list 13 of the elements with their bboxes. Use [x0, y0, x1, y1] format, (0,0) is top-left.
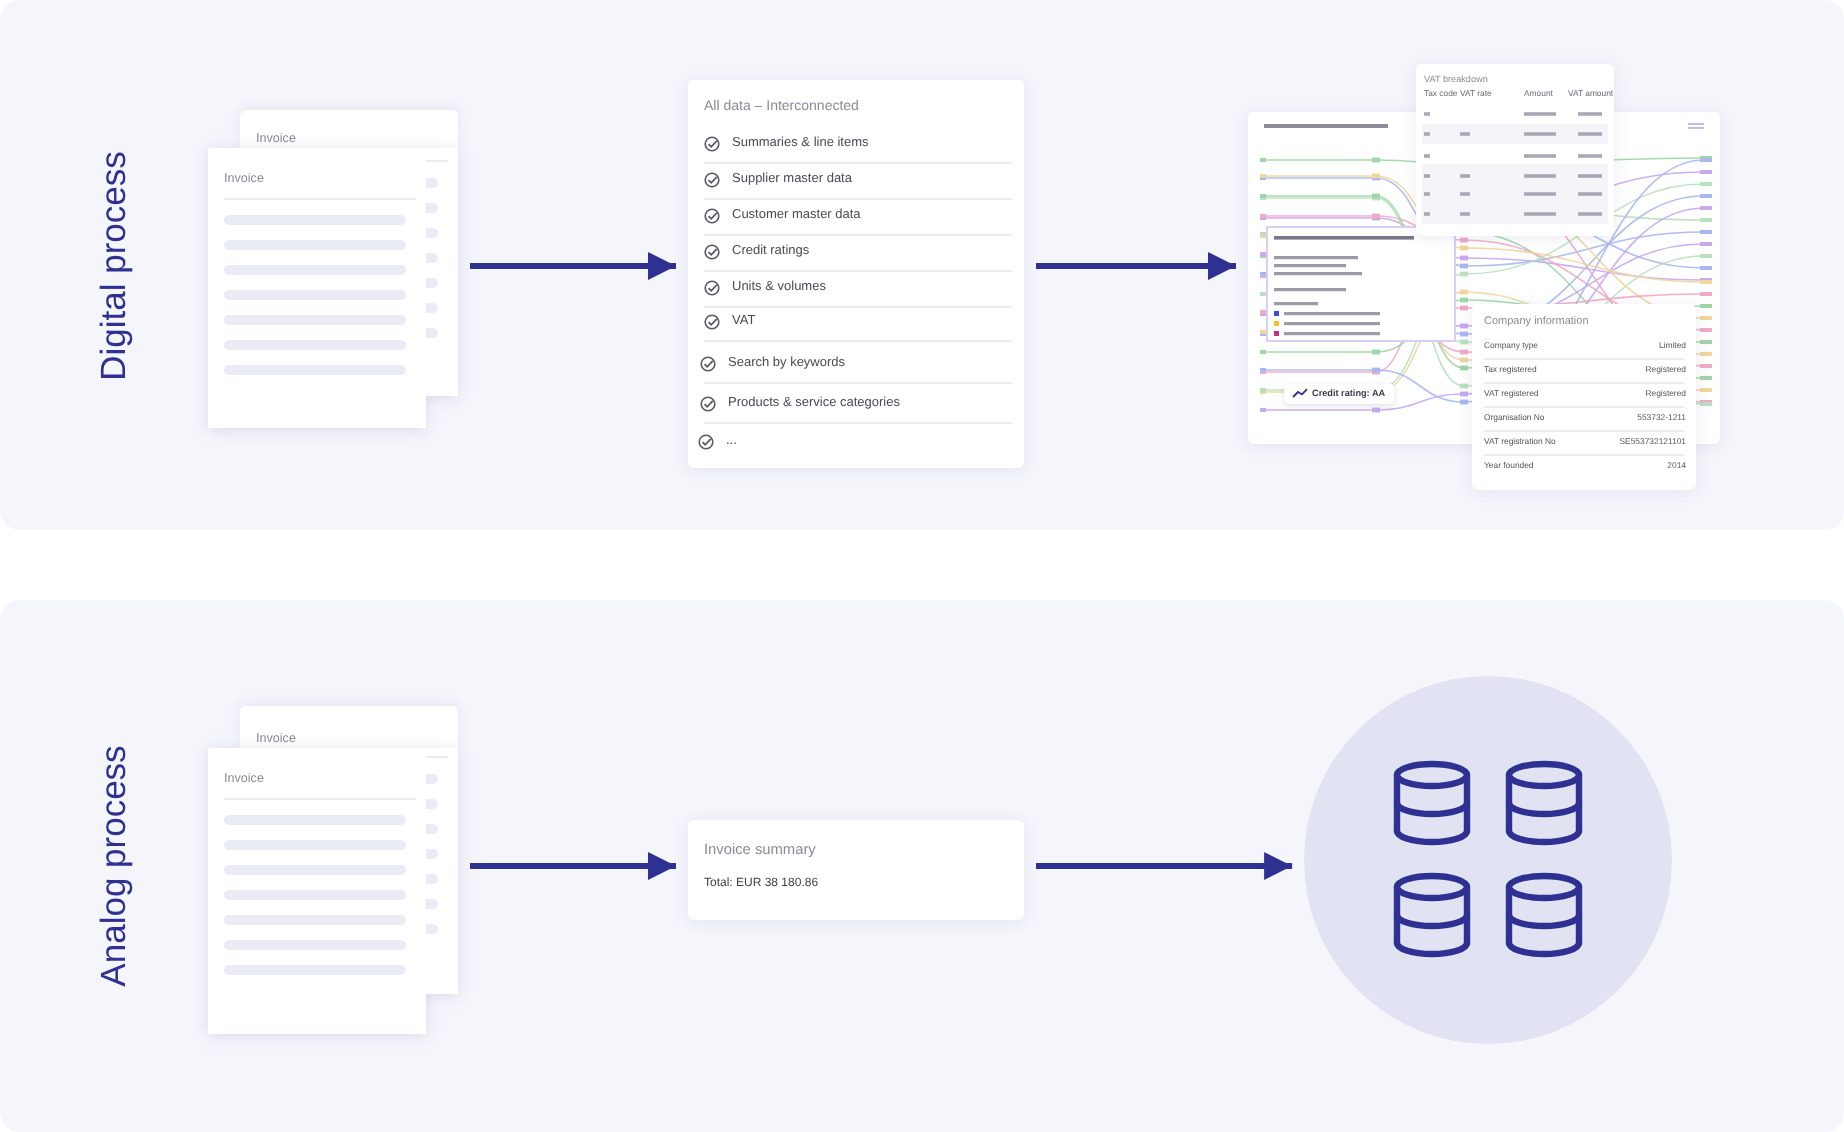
- process-band: [0, 600, 1844, 1132]
- arrow: [470, 852, 676, 880]
- process-band: [0, 0, 1844, 530]
- band-title: Analog process: [93, 745, 135, 987]
- band-title: Digital process: [93, 150, 135, 380]
- invoice-document: [240, 110, 458, 148]
- invoice-document: [208, 748, 458, 1034]
- arrow: [470, 252, 676, 280]
- invoice-document: [240, 706, 458, 748]
- invoice-document: [208, 148, 458, 428]
- arrow: [1036, 852, 1293, 880]
- arrow: [1036, 252, 1236, 280]
- data-list-card: [688, 80, 1024, 468]
